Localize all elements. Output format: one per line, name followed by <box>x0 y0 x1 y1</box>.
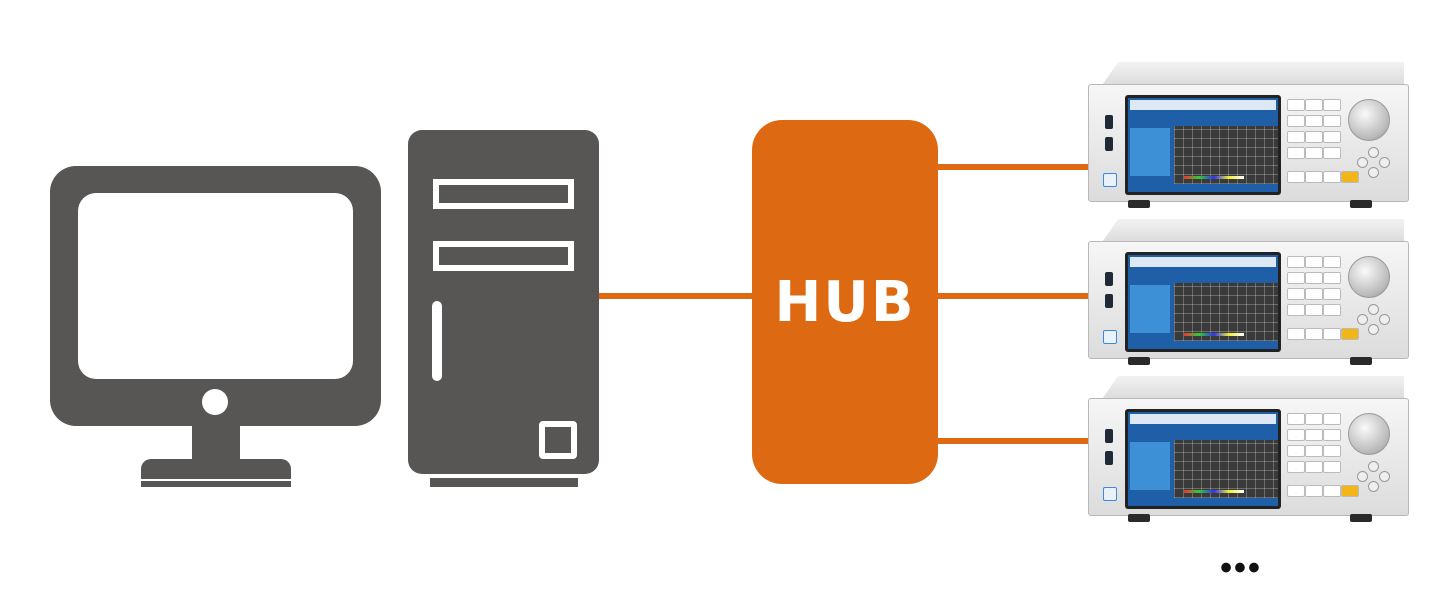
monitor-button <box>202 389 228 415</box>
cable-pc-to-hub <box>599 293 752 299</box>
hub-label: HUB <box>774 269 916 335</box>
rotary-knob <box>1348 413 1390 455</box>
more-devices-ellipsis: ••• <box>1220 549 1262 587</box>
monitor-foot <box>141 459 291 479</box>
usb-port <box>1105 429 1113 443</box>
device-front-panel <box>1088 241 1409 359</box>
device-top-panel <box>1100 62 1404 88</box>
device-top-panel <box>1100 376 1404 402</box>
tower-slot <box>432 301 442 381</box>
device-front-panel <box>1088 398 1409 516</box>
tower-power-button <box>539 421 577 459</box>
monitor-screen <box>78 193 353 379</box>
device-top-panel <box>1100 219 1404 245</box>
video-pattern-generator-2 <box>1088 219 1409 367</box>
video-pattern-generator-3 <box>1088 376 1409 524</box>
power-icon <box>1103 487 1117 501</box>
drive-bay <box>433 241 574 271</box>
device-screen <box>1125 409 1281 509</box>
device-screen <box>1125 95 1281 195</box>
monitor-base <box>141 481 291 487</box>
usb-port <box>1105 137 1113 151</box>
usb-port <box>1105 451 1113 465</box>
usb-port <box>1105 115 1113 129</box>
drive-bay <box>433 179 574 209</box>
video-pattern-generator-1 <box>1088 62 1409 210</box>
usb-port <box>1105 294 1113 308</box>
device-screen <box>1125 252 1281 352</box>
cable-hub-to-generator-3 <box>938 438 1090 444</box>
power-icon <box>1103 173 1117 187</box>
rotary-knob <box>1348 99 1390 141</box>
cable-hub-to-generator-1 <box>938 164 1090 170</box>
device-front-panel <box>1088 84 1409 202</box>
monitor-neck <box>192 426 240 462</box>
cable-hub-to-generator-2 <box>938 293 1090 299</box>
usb-port <box>1105 272 1113 286</box>
power-icon <box>1103 330 1117 344</box>
hub-node: HUB <box>752 120 938 484</box>
tower-base <box>430 478 578 487</box>
rotary-knob <box>1348 256 1390 298</box>
